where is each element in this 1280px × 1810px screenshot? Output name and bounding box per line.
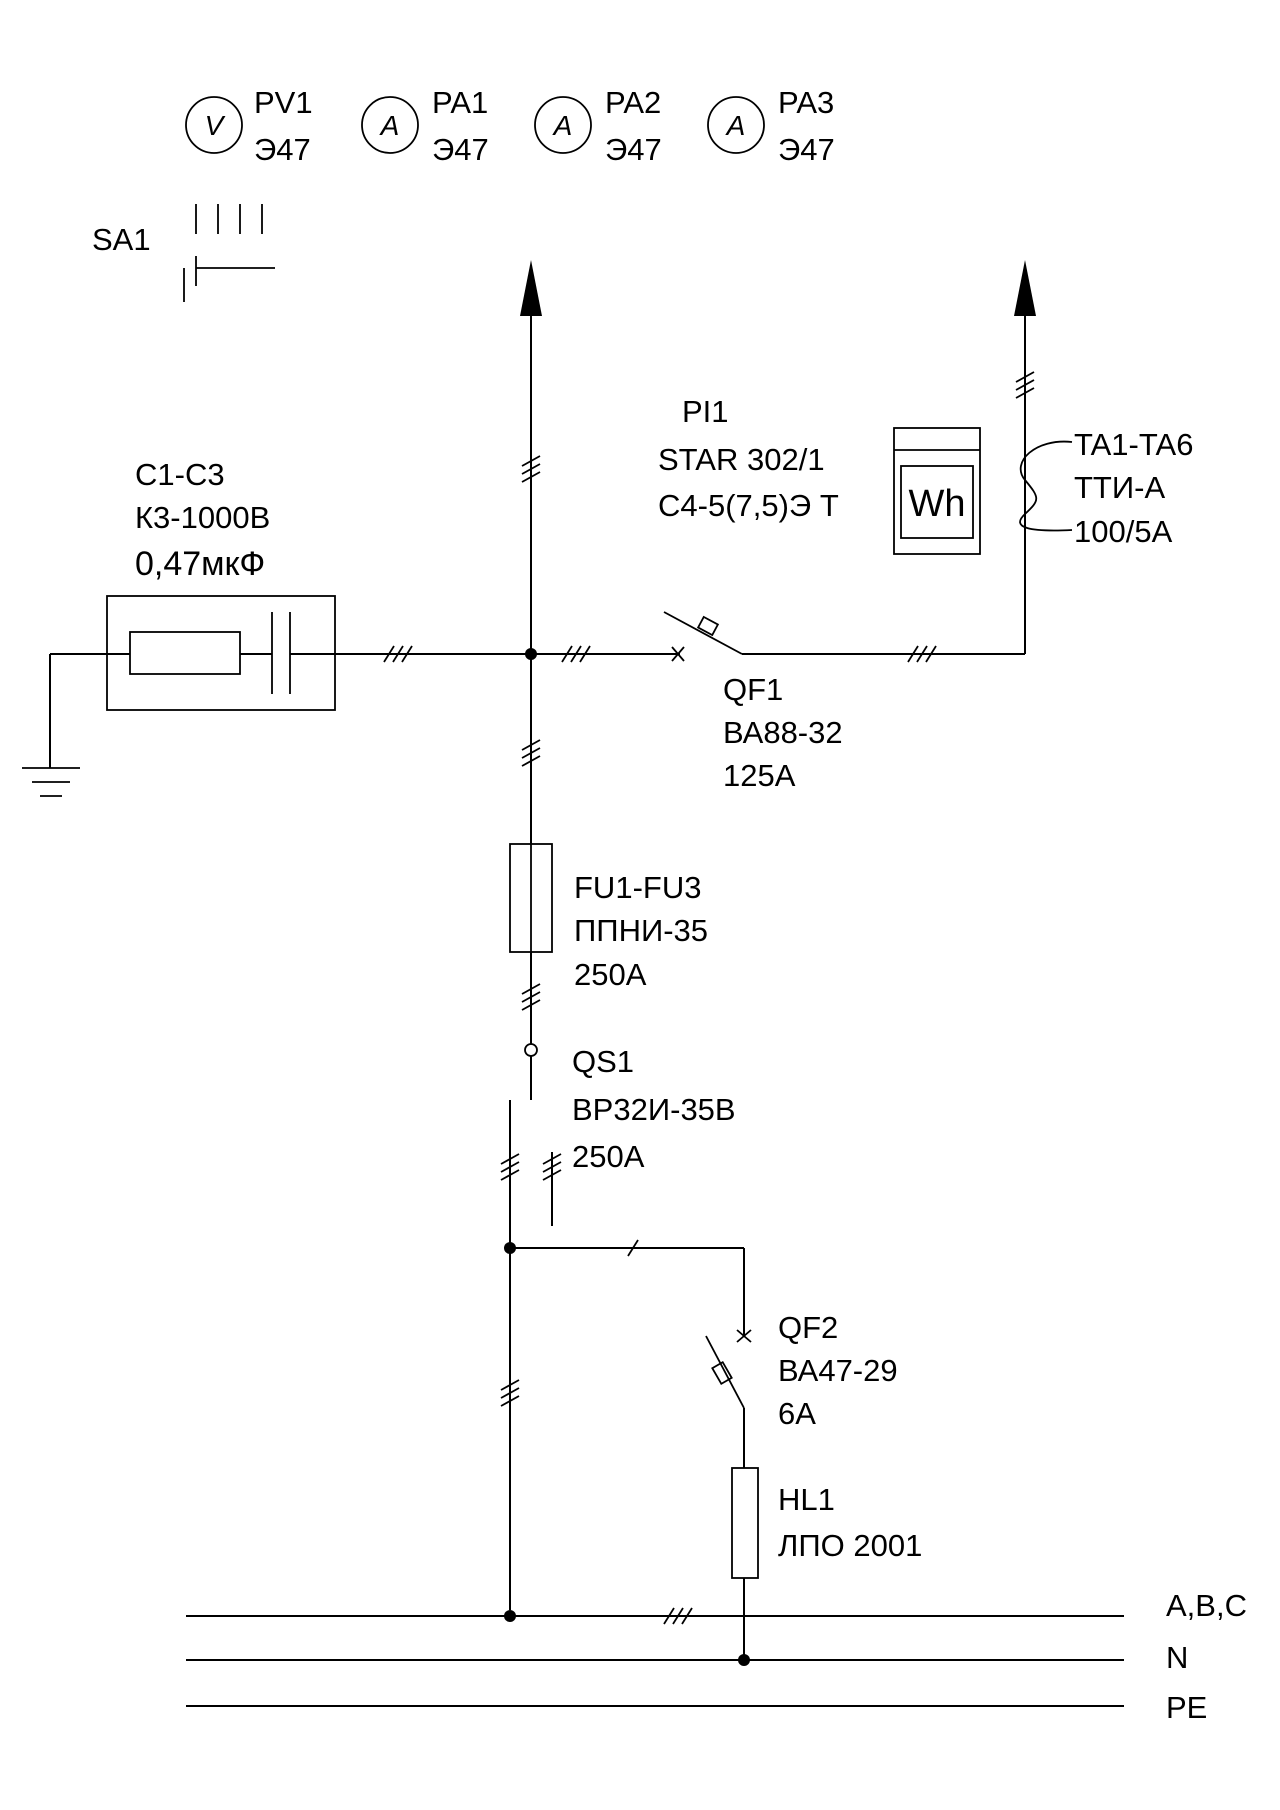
meter-symbol: A <box>725 110 746 141</box>
three-phase-tick-icon <box>500 1153 520 1181</box>
arrow-up-icon <box>520 260 542 316</box>
energy-meter-box <box>893 427 981 555</box>
qf1-branch: QF1 ВА88-32 125А <box>531 260 1036 793</box>
meter-symbol: V <box>205 110 226 141</box>
capacitor-value: 0,47мкФ <box>135 545 265 583</box>
energy-meter-spec: С4-5(7,5)Э Т <box>658 488 839 523</box>
meter-model: Э47 <box>778 132 835 167</box>
disconnector-ref: QS1 <box>572 1044 634 1079</box>
bus-bars: А,В,С N PE <box>186 1588 1247 1725</box>
meter-model: Э47 <box>432 132 489 167</box>
disconnector-rating: 250А <box>572 1139 645 1174</box>
meter-ref: PV1 <box>254 85 313 120</box>
arrow-up-icon <box>1014 260 1036 316</box>
three-phase-tick-icon <box>500 1379 520 1407</box>
main-feeder <box>520 260 542 844</box>
meter-pa2: A PA2 Э47 <box>534 85 662 167</box>
fuse-rating: 250А <box>574 957 647 992</box>
meter-pv1: V PV1 Э47 <box>185 85 313 167</box>
lamp-branch: QF2 ВА47-29 6А HL1 ЛПО 2001 <box>510 1239 922 1660</box>
bus-label: PE <box>1166 1690 1207 1725</box>
fuse-fu: FU1-FU3 ППНИ-35 250А <box>509 843 708 1044</box>
contact-icon <box>524 1043 538 1057</box>
ct-model: ТТИ-А <box>1074 470 1165 505</box>
energy-meter-model: STAR 302/1 <box>658 442 825 477</box>
fuse-model: ППНИ-35 <box>574 913 708 948</box>
single-phase-tick-icon <box>627 1239 639 1257</box>
ammeter-icon <box>534 96 592 154</box>
resistor-icon <box>129 631 241 675</box>
switch-sa1: SA1 <box>92 204 275 302</box>
junction-dot <box>738 1654 750 1666</box>
ct-ratio: 100/5А <box>1074 514 1173 549</box>
current-transformer: TA1-TA6 ТТИ-А 100/5А <box>1019 427 1193 549</box>
breaker-ref: QF2 <box>778 1310 838 1345</box>
bus-label: А,В,С <box>1166 1588 1247 1623</box>
meter-ref: PA1 <box>432 85 488 120</box>
breaker-qf2-icon <box>705 1329 752 1409</box>
three-phase-tick-icon <box>561 645 591 663</box>
multi-position-switch-icon <box>183 204 275 302</box>
meter-symbol: A <box>379 110 400 141</box>
three-phase-tick-icon <box>521 983 541 1011</box>
energy-meter-symbol: Wh <box>909 483 966 525</box>
ground-icon <box>22 767 80 797</box>
meter-model: Э47 <box>605 132 662 167</box>
breaker-model: ВА47-29 <box>778 1353 898 1388</box>
three-phase-tick-icon <box>521 739 541 767</box>
voltmeter-icon <box>185 96 243 154</box>
ammeter-icon <box>707 96 765 154</box>
three-phase-tick-icon <box>521 455 541 483</box>
breaker-rating: 125А <box>723 758 796 793</box>
junction-dot <box>504 1610 516 1622</box>
ammeter-icon <box>361 96 419 154</box>
meter-model: Э47 <box>254 132 311 167</box>
meter-symbol: A <box>552 110 573 141</box>
breaker-model: ВА88-32 <box>723 715 843 750</box>
three-phase-tick-icon <box>907 645 937 663</box>
lamp-icon <box>731 1467 759 1579</box>
lamp-ref: HL1 <box>778 1482 835 1517</box>
lamp-model: ЛПО 2001 <box>778 1528 922 1563</box>
meter-ref: PA2 <box>605 85 661 120</box>
fuse-ref: FU1-FU3 <box>574 870 701 905</box>
meter-ref: PA3 <box>778 85 834 120</box>
ct-coil-icon <box>1019 440 1073 532</box>
three-phase-tick-icon <box>383 645 413 663</box>
breaker-rating: 6А <box>778 1396 816 1431</box>
energy-meter-ref: PI1 <box>682 394 729 429</box>
disconnector-qs1: QS1 ВР32И-35В 250А <box>500 1043 736 1610</box>
switch-ref: SA1 <box>92 222 151 257</box>
capacitor-unit: C1-C3 К3-1000В 0,47мкФ <box>22 457 531 797</box>
meter-pa3: A PA3 Э47 <box>707 85 835 167</box>
capacitor-ref: C1-C3 <box>135 457 225 492</box>
three-phase-tick-icon <box>663 1607 693 1625</box>
bus-label: N <box>1166 1640 1188 1675</box>
meter-pa1: A PA1 Э47 <box>361 85 489 167</box>
breaker-qf1-icon <box>663 611 743 662</box>
ct-ref: TA1-TA6 <box>1074 427 1193 462</box>
breaker-ref: QF1 <box>723 672 783 707</box>
three-phase-tick-icon <box>542 1153 562 1181</box>
three-phase-tick-icon <box>1015 371 1035 399</box>
capacitor-model: К3-1000В <box>135 500 270 535</box>
disconnector-model: ВР32И-35В <box>572 1092 736 1127</box>
energy-meter-pi1: PI1 STAR 302/1 С4-5(7,5)Э Т Wh <box>658 394 981 555</box>
